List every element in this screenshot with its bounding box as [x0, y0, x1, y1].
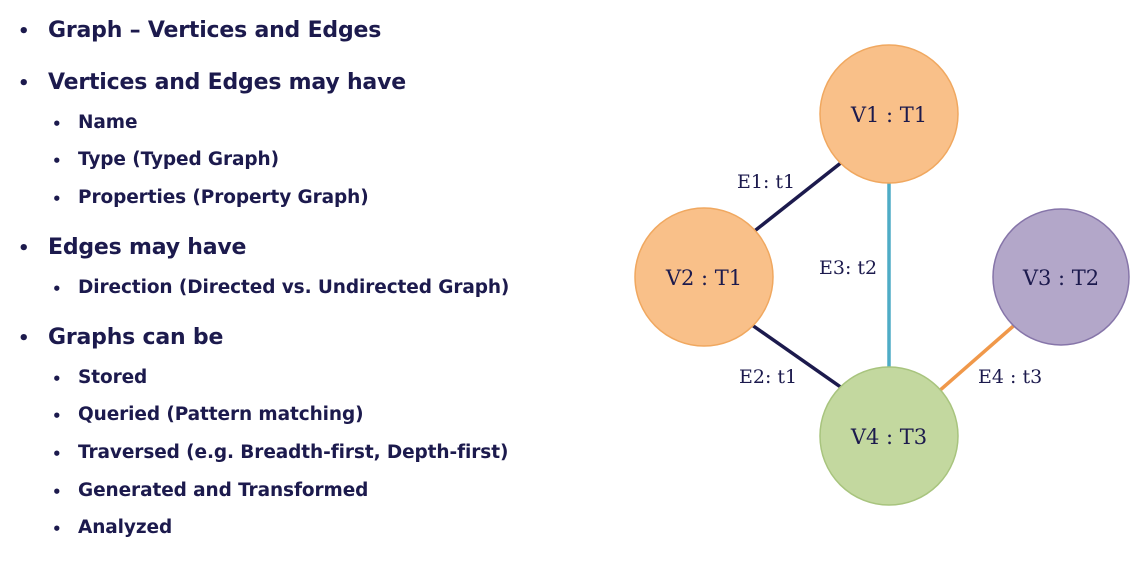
sub-bullet-dot: • — [52, 445, 62, 463]
bullet-dot: • — [18, 21, 30, 42]
bullet-dot: • — [18, 328, 30, 349]
edge-e3-label: E3: t2 — [819, 257, 877, 279]
vertex-v1-circle — [819, 44, 959, 184]
vertex-v3-circle — [992, 208, 1130, 346]
edge-e2 — [750, 323, 844, 390]
edge-e2-label: E2: t1 — [739, 366, 797, 388]
sub-bullet-queried: Queried (Pattern matching) — [78, 404, 364, 425]
vertex-v4-circle — [819, 366, 959, 506]
vertex-v1-label: V1 : T1 — [850, 103, 927, 127]
vertex-v4-label: V4 : T3 — [850, 425, 927, 449]
sub-bullet-dot: • — [52, 370, 62, 388]
edge-e4 — [936, 320, 1020, 394]
bullet-edges-may-have: Edges may have — [48, 235, 247, 260]
sub-bullet-analyzed: Analyzed — [78, 517, 173, 538]
sub-bullet-dot: • — [52, 190, 62, 208]
bullet-vertices-edges-may-have: Vertices and Edges may have — [48, 70, 406, 95]
sub-bullet-dot: • — [52, 483, 62, 501]
sub-bullet-properties: Properties (Property Graph) — [78, 187, 369, 208]
bullet-graphs-can-be: Graphs can be — [48, 325, 224, 350]
vertex-v1: V1 : T1 — [819, 44, 959, 184]
edge-e1-label: E1: t1 — [737, 171, 795, 193]
sub-bullet-type: Type (Typed Graph) — [78, 149, 279, 170]
sub-bullet-name: Name — [78, 112, 138, 133]
vertex-v3: V3 : T2 — [992, 208, 1130, 346]
sub-bullet-stored: Stored — [78, 367, 148, 388]
vertex-v2-circle — [634, 207, 774, 347]
vertex-v4: V4 : T3 — [819, 366, 959, 506]
sub-bullet-direction: Direction (Directed vs. Undirected Graph… — [78, 277, 510, 298]
edge-e4-label: E4 : t3 — [978, 366, 1042, 388]
bullet-list: • Graph – Vertices and Edges • Vertices … — [18, 18, 510, 538]
vertex-v2: V2 : T1 — [634, 207, 774, 347]
sub-bullet-dot: • — [52, 115, 62, 133]
graph-diagram: V1 : T1 V2 : T1 V3 : T2 V4 : T3 E1: t1 E… — [634, 44, 1130, 506]
sub-bullet-traversed: Traversed (e.g. Breadth-first, Depth-fir… — [78, 442, 509, 463]
bullet-dot: • — [18, 238, 30, 259]
sub-bullet-generated: Generated and Transformed — [78, 480, 369, 501]
sub-bullet-dot: • — [52, 152, 62, 170]
vertex-v3-label: V3 : T2 — [1022, 266, 1099, 290]
sub-bullet-dot: • — [52, 520, 62, 538]
bullet-graph-vertices-edges: Graph – Vertices and Edges — [48, 18, 382, 43]
edge-e1 — [750, 160, 844, 235]
sub-bullet-dot: • — [52, 407, 62, 425]
sub-bullet-dot: • — [52, 280, 62, 298]
bullet-dot: • — [18, 73, 30, 94]
vertex-v2-label: V2 : T1 — [665, 266, 742, 290]
